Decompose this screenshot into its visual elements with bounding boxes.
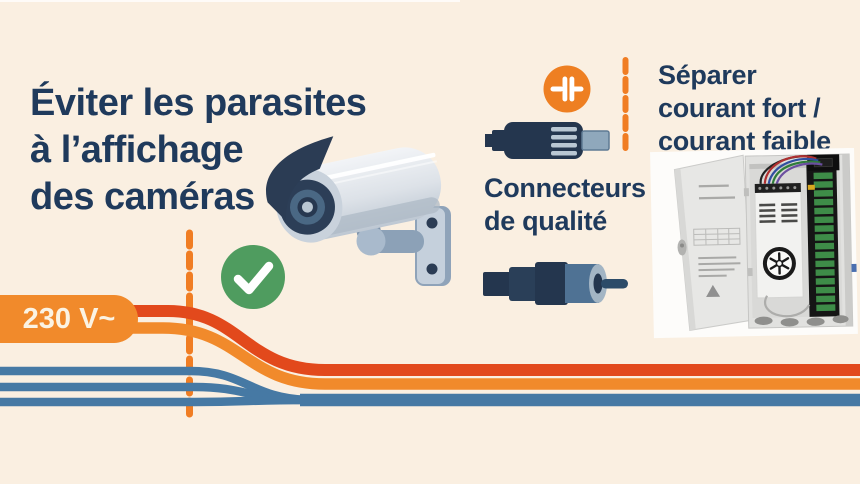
- side-fitting: [851, 263, 857, 272]
- power-distribution-box-photo: [650, 148, 858, 339]
- warning-triangle: [706, 284, 721, 298]
- separate-line-1: Séparer: [658, 60, 757, 90]
- title-line-3: des caméras: [30, 176, 255, 218]
- top-edge-artifact: [0, 0, 460, 2]
- title-line-1: Éviter les parasites: [30, 82, 367, 124]
- camera-wall-plate: [415, 206, 451, 286]
- low-current-cables: [0, 366, 860, 407]
- voltage-badge-label: 230 V~: [22, 302, 116, 335]
- title-line-2: à l’affichage: [30, 129, 244, 171]
- knockout-holes: [754, 315, 849, 327]
- connectors-line-2: de qualité: [484, 206, 608, 236]
- separate-currents-label: Séparer courant fort / courant faible: [658, 59, 831, 158]
- camera-visor: [266, 136, 334, 221]
- camera-lens: [279, 179, 335, 235]
- quality-connectors-label: Connecteurs de qualité: [484, 172, 646, 238]
- capacitor-icon: [543, 65, 591, 113]
- bnc-connector-illustration: [483, 262, 628, 305]
- page-title: Éviter les parasites à l’affichage des c…: [30, 80, 367, 221]
- check-icon: [233, 261, 274, 295]
- camera-body: [266, 136, 442, 243]
- loose-cable: [764, 295, 811, 318]
- cctv-camera-illustration: [266, 136, 451, 286]
- check-badge: [221, 245, 285, 309]
- power-supply-unit: [754, 182, 804, 299]
- fan: [762, 246, 796, 280]
- dc-connector-illustration: [485, 122, 610, 159]
- connectors-line-1: Connecteurs: [484, 173, 646, 203]
- box-door: [673, 154, 754, 331]
- terminal-strip: [806, 154, 840, 317]
- colored-wires: [759, 155, 823, 184]
- separate-line-2: courant fort /: [658, 93, 821, 123]
- high-current-cables: [126, 305, 860, 390]
- voltage-badge: 230 V~: [0, 295, 138, 343]
